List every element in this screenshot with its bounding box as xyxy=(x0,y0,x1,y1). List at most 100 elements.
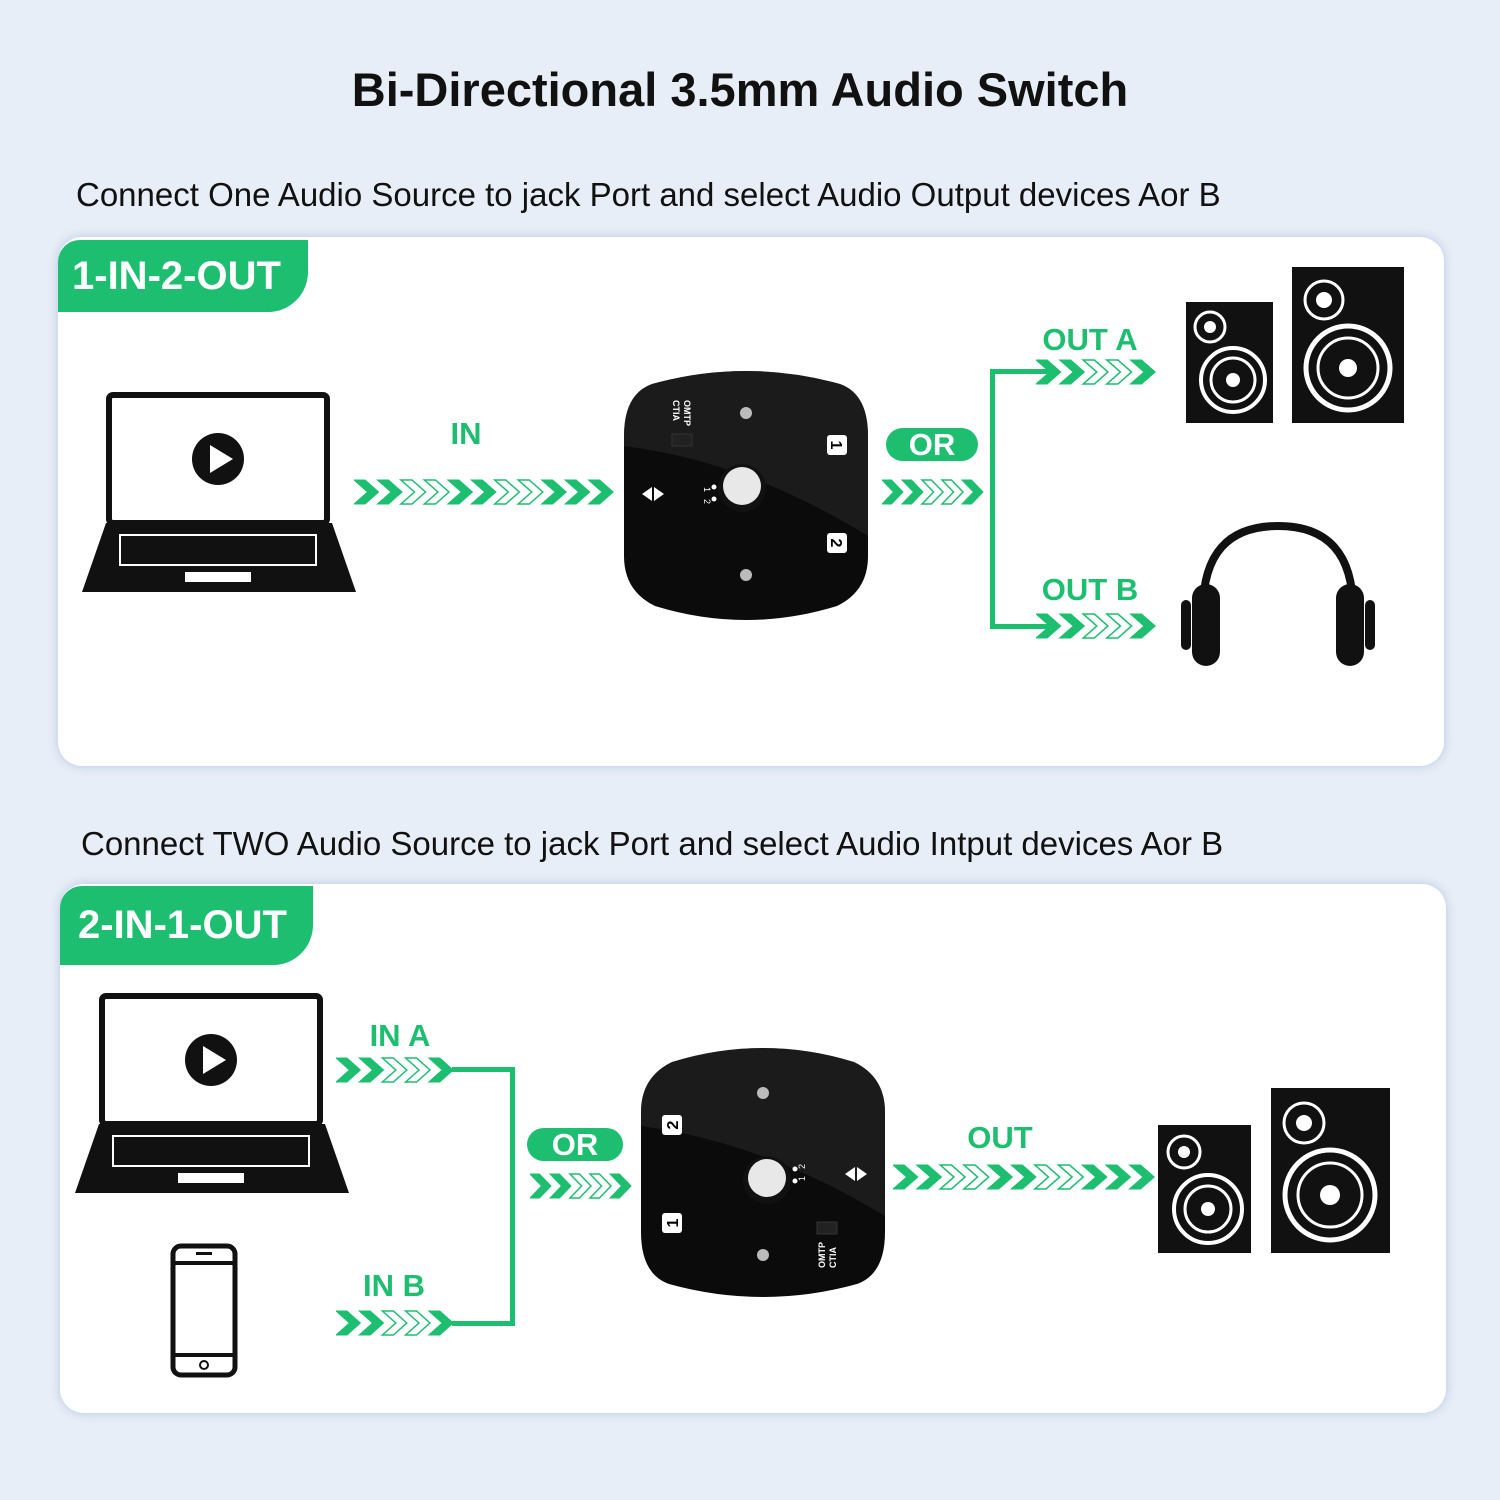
chevron-arrow-icon xyxy=(1080,1164,1108,1190)
out-arrows xyxy=(893,1163,1157,1191)
chevron-arrow-icon xyxy=(357,1057,385,1083)
position-1-label: 1 xyxy=(702,487,712,492)
chevron-arrow-icon xyxy=(1058,359,1086,385)
chevron-arrow-icon xyxy=(336,1310,362,1336)
chevron-arrow-icon xyxy=(1129,613,1156,639)
chevron-arrow-icon xyxy=(380,1057,408,1083)
chevron-arrow-icon xyxy=(986,1164,1014,1190)
chevron-arrow-icon xyxy=(938,1164,967,1190)
chevron-arrow-icon xyxy=(961,1164,990,1190)
chevron-arrow-icon xyxy=(882,479,904,505)
omtp-label: OMTP xyxy=(817,1242,827,1268)
chevron-arrow-icon xyxy=(920,479,945,505)
omtp-label: OMTP xyxy=(682,400,692,426)
screw-icon xyxy=(740,569,752,581)
position-2-label: 2 xyxy=(797,1164,807,1169)
chevron-arrow-icon xyxy=(1032,1164,1061,1190)
position-2-label: 2 xyxy=(702,499,712,504)
chevron-arrow-icon xyxy=(446,479,474,505)
out-a-arrows xyxy=(1036,358,1158,386)
chevron-arrow-icon xyxy=(915,1164,943,1190)
chevron-arrow-icon xyxy=(588,1173,613,1199)
ctia-label: CTIA xyxy=(828,1247,838,1268)
chevron-arrow-icon xyxy=(940,479,965,505)
merge-line xyxy=(510,1067,515,1326)
chevron-arrow-icon xyxy=(960,479,984,505)
chevron-arrow-icon xyxy=(587,479,614,505)
in-label: IN xyxy=(450,416,482,451)
mode-tab-2-in-1-out: 2-IN-1-OUT xyxy=(60,886,313,965)
or-badge: OR xyxy=(886,427,978,462)
out-a-label: OUT A xyxy=(1042,322,1138,357)
headphones-icon xyxy=(1181,521,1375,666)
speakers-icon xyxy=(1158,1088,1390,1253)
chevron-arrow-icon xyxy=(376,479,403,505)
bidirectional-arrow-icon xyxy=(642,487,652,501)
chevron-arrow-icon xyxy=(548,1173,572,1199)
chevron-arrow-icon xyxy=(1058,613,1086,639)
chevron-arrow-icon xyxy=(403,1057,432,1083)
screw-icon xyxy=(740,407,752,419)
chevron-arrow-icon xyxy=(1009,1164,1037,1190)
chevron-arrow-icon xyxy=(1036,359,1062,385)
chevron-arrow-icon xyxy=(1104,613,1133,639)
chevron-arrow-icon xyxy=(403,1310,432,1336)
chevron-arrow-icon xyxy=(1104,1164,1132,1190)
chevron-arrow-icon xyxy=(893,1164,919,1190)
in-arrows xyxy=(354,478,616,506)
chevron-arrow-icon xyxy=(516,479,544,505)
chevron-arrow-icon xyxy=(563,479,591,505)
chevron-arrow-icon xyxy=(1104,359,1133,385)
in-a-label: IN A xyxy=(369,1018,431,1053)
or-badge: OR xyxy=(527,1127,623,1162)
chevron-arrow-icon xyxy=(492,479,521,505)
or-arrows xyxy=(882,478,986,506)
chevron-arrow-icon xyxy=(427,1310,454,1336)
chevron-arrow-icon xyxy=(1129,359,1156,385)
speakers-icon xyxy=(1186,267,1404,423)
section1-subtitle: Connect One Audio Source to jack Port an… xyxy=(76,176,1221,213)
laptop-icon xyxy=(82,392,356,592)
chevron-arrow-icon xyxy=(1036,613,1062,639)
chevron-arrow-icon xyxy=(1056,1164,1085,1190)
chevron-arrow-icon xyxy=(608,1173,632,1199)
chevron-arrow-icon xyxy=(398,479,427,505)
audio-switch-device: 1 2 1 2 OMTP CTIA xyxy=(624,371,868,620)
port-2-label: 2 xyxy=(827,539,844,548)
page-title: Bi-Directional 3.5mm Audio Switch xyxy=(351,63,1129,116)
omtp-ctia-toggle xyxy=(671,433,693,447)
section2-subtitle: Connect TWO Audio Source to jack Port an… xyxy=(81,825,1224,862)
audio-switch-device: 1 2 1 2 OMTP CTIA xyxy=(641,1048,885,1297)
selector-button xyxy=(748,1159,786,1197)
merge-line-bottom xyxy=(452,1321,515,1326)
mode-tab-1-in-2-out: 1-IN-2-OUT xyxy=(58,240,308,312)
laptop-icon xyxy=(75,993,349,1193)
branch-line-top xyxy=(990,369,1050,374)
or-arrows xyxy=(530,1172,634,1200)
in-b-arrows xyxy=(336,1309,456,1337)
ctia-label: CTIA xyxy=(671,400,681,421)
chevron-arrow-icon xyxy=(357,1310,385,1336)
branch-line-bottom xyxy=(990,624,1050,629)
port-1-label: 1 xyxy=(665,1218,682,1227)
chevron-arrow-icon xyxy=(530,1173,552,1199)
merge-line-top xyxy=(452,1067,515,1072)
chevron-arrow-icon xyxy=(540,479,568,505)
port-2-label: 2 xyxy=(665,1120,682,1129)
out-b-label: OUT B xyxy=(1041,572,1139,607)
out-b-arrows xyxy=(1036,612,1158,640)
chevron-arrow-icon xyxy=(1081,359,1110,385)
chevron-arrow-icon xyxy=(469,479,497,505)
in-b-label: IN B xyxy=(363,1268,425,1303)
port-1-label: 1 xyxy=(827,441,844,450)
selector-button xyxy=(723,467,761,505)
in-a-arrows xyxy=(336,1056,456,1084)
chevron-arrow-icon xyxy=(1081,613,1110,639)
chevron-arrow-icon xyxy=(380,1310,408,1336)
chevron-arrow-icon xyxy=(422,479,451,505)
position-1-label: 1 xyxy=(797,1176,807,1181)
chevron-arrow-icon xyxy=(900,479,924,505)
out-label: OUT xyxy=(967,1120,1033,1155)
smartphone-icon xyxy=(170,1243,238,1378)
chevron-arrow-icon xyxy=(336,1057,362,1083)
